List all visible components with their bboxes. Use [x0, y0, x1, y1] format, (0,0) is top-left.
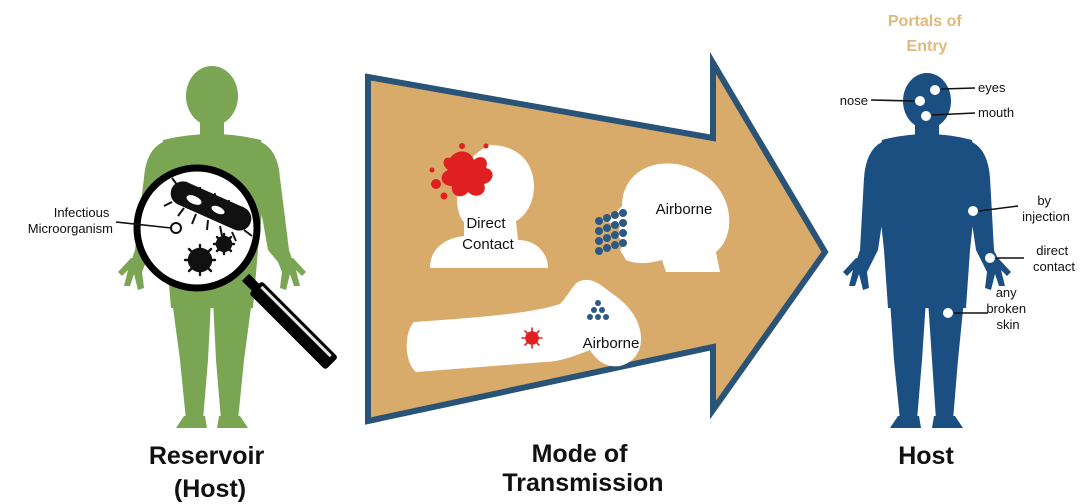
mode-of-transmission-title: Mode of Transmission	[502, 440, 663, 497]
bacteria-icon	[163, 177, 253, 242]
nose-leader-line	[870, 99, 915, 102]
direct-contact-label: Direct Contact	[462, 215, 515, 253]
airborne-head-label: Airborne	[656, 201, 713, 218]
injection-leader-line	[978, 205, 1019, 212]
portals-of-entry-title: Portals of Entry	[888, 13, 966, 55]
portal-broken-skin-dot	[941, 306, 955, 320]
portal-direct-contact-label: direct contact	[1033, 243, 1075, 274]
direct-contact-bust-icon	[430, 145, 548, 268]
virus-icon	[521, 327, 543, 349]
head-silhouette-icon	[608, 163, 730, 272]
portal-eyes-dot	[928, 83, 942, 97]
portal-direct-contact-dot	[983, 251, 997, 265]
airborne-arm-label: Airborne	[583, 335, 640, 352]
portal-eyes-label: eyes	[978, 80, 1006, 95]
portal-injection-dot	[966, 204, 980, 218]
portal-nose-label: nose	[840, 93, 868, 108]
host-title: Host	[898, 442, 954, 470]
blood-splatter-icon	[429, 143, 493, 200]
portal-broken-skin-label: any broken skin	[986, 285, 1029, 332]
callout-leader-line	[115, 221, 172, 229]
host-human-figure	[843, 73, 1011, 428]
droplet-cluster-icon	[595, 209, 627, 255]
infectious-microorganism-label: Infectious Microorganism	[28, 205, 113, 236]
portal-injection-label: by injection	[1022, 193, 1070, 224]
eyes-leader-line	[940, 87, 976, 90]
portal-mouth-label: mouth	[978, 105, 1014, 120]
droplet-cluster-icon	[587, 300, 609, 320]
reservoir-title: Reservoir (Host)	[149, 442, 271, 503]
portal-nose-dot	[913, 94, 927, 108]
callout-marker	[170, 222, 182, 234]
portal-mouth-dot	[919, 109, 933, 123]
virus-icon	[183, 232, 236, 277]
mouth-leader-line	[931, 112, 976, 116]
magnifying-glass-icon	[133, 164, 337, 369]
arm-silhouette-icon	[406, 279, 642, 372]
